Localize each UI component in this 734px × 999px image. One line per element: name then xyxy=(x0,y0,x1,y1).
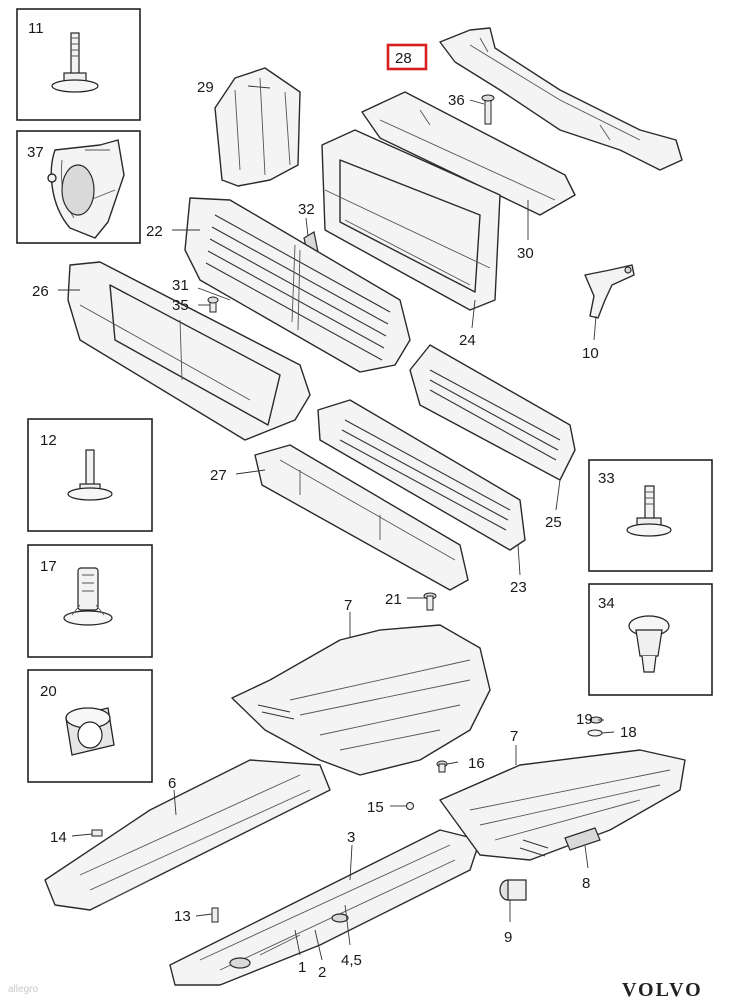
inset-label-33: 33 xyxy=(598,470,615,487)
callout-15: 15 xyxy=(367,799,384,816)
washer-18-icon xyxy=(587,729,603,737)
fastener-15-icon xyxy=(406,802,414,810)
callout-45: 4,5 xyxy=(341,952,362,969)
callout-27: 27 xyxy=(210,467,227,484)
screw-36-icon xyxy=(481,94,495,125)
callout-22: 22 xyxy=(146,223,163,240)
callout-16: 16 xyxy=(468,755,485,772)
callout-1: 1 xyxy=(298,959,306,976)
callout-24: 24 xyxy=(459,332,476,349)
part-26-front-frame xyxy=(67,261,311,441)
callout-labels: 28 29 36 30 32 22 26 31 35 24 10 27 25 2… xyxy=(32,50,637,981)
callout-14: 14 xyxy=(50,829,67,846)
callout-31: 31 xyxy=(172,277,189,294)
grommet-20-icon xyxy=(65,707,115,756)
bolt-11-icon xyxy=(51,32,99,93)
callout-18: 18 xyxy=(620,724,637,741)
callout-21: 21 xyxy=(385,591,402,608)
part-9-plug xyxy=(499,879,527,901)
inset-label-12: 12 xyxy=(40,432,57,449)
clip-nut-17-icon xyxy=(63,567,113,626)
part-7-rear-shield xyxy=(439,749,686,861)
inset-17: 17 xyxy=(27,544,153,658)
callout-9: 9 xyxy=(504,929,512,946)
part-6-left-panel xyxy=(44,759,331,911)
push-clip-34-icon xyxy=(628,615,670,673)
part-1-center-floor xyxy=(169,829,481,986)
callout-25: 25 xyxy=(545,514,562,531)
part-30-upper-panel xyxy=(361,91,576,216)
callout-13: 13 xyxy=(174,908,191,925)
callout-26: 26 xyxy=(32,283,49,300)
part-8-cap xyxy=(564,827,601,851)
inset-label-34: 34 xyxy=(598,595,615,612)
callout-8: 8 xyxy=(582,875,590,892)
callout-7a: 7 xyxy=(344,597,352,614)
callout-32: 32 xyxy=(298,201,315,218)
part-29-air-guide xyxy=(214,67,301,187)
callout-2: 2 xyxy=(318,964,326,981)
callout-28: 28 xyxy=(395,50,412,67)
inset-label-37: 37 xyxy=(27,144,44,161)
inset-label-17: 17 xyxy=(40,558,57,575)
inset-12: 12 xyxy=(27,418,153,532)
callout-30: 30 xyxy=(517,245,534,262)
part-27-lower-spoiler xyxy=(254,444,469,591)
highlight-box-28 xyxy=(386,43,428,71)
callout-29: 29 xyxy=(197,79,214,96)
screw-35-icon xyxy=(207,296,219,313)
fastener-16-icon xyxy=(436,760,448,773)
callout-19: 19 xyxy=(576,711,593,728)
part-28-upper-bracket xyxy=(439,27,683,171)
callout-23: 23 xyxy=(510,579,527,596)
part-23-lower-duct xyxy=(317,399,526,551)
part-25-lower-grille xyxy=(409,344,576,481)
inset-label-20: 20 xyxy=(40,683,57,700)
callout-36: 36 xyxy=(448,92,465,109)
inset-20: 20 xyxy=(27,669,153,783)
clip-21-icon xyxy=(423,592,437,611)
part-7-splash-shield xyxy=(231,624,491,776)
part-24-shroud xyxy=(321,129,501,311)
shutter-slats xyxy=(205,214,391,361)
inset-34: 34 xyxy=(588,583,713,696)
part-10-bracket xyxy=(584,264,635,319)
bolt-33-icon xyxy=(626,485,672,537)
fastener-14-icon xyxy=(91,829,103,837)
bolt-12-icon xyxy=(67,449,113,501)
inset-33: 33 xyxy=(588,459,713,572)
callout-6: 6 xyxy=(168,775,176,792)
watermark: allegro xyxy=(8,984,38,995)
leader-lines xyxy=(58,85,615,961)
brand-logo: VOLVO xyxy=(622,979,703,999)
inset-37: 37 xyxy=(16,130,141,244)
callout-35: 35 xyxy=(172,297,189,314)
callout-3: 3 xyxy=(347,829,355,846)
fastener-13-icon xyxy=(211,907,219,923)
callout-7b: 7 xyxy=(510,728,518,745)
part-22-grille-shutter xyxy=(184,197,411,373)
callout-10: 10 xyxy=(582,345,599,362)
inset-label-11: 11 xyxy=(28,20,44,37)
inset-11: 11 xyxy=(16,8,141,121)
sensor-bracket-37-icon xyxy=(47,139,125,239)
